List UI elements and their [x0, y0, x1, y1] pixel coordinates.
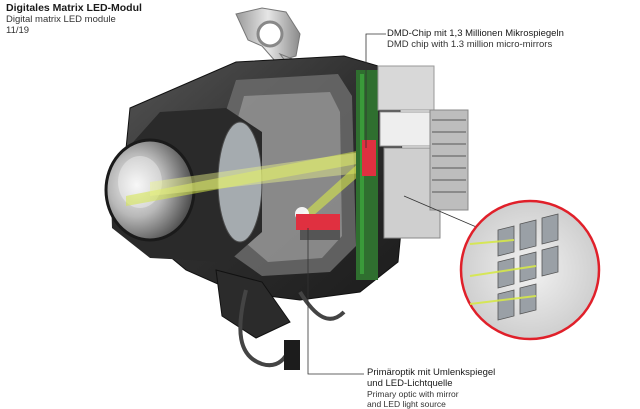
caption-number: 11/19: [6, 25, 30, 36]
dmd-chip-label: DMD-Chip mit 1,3 Millionen Mikrospiegeln…: [387, 28, 564, 50]
primary-optic-label-english-line1: Primary optic with mirror: [367, 389, 459, 399]
dmd-chip-label-english: DMD chip with 1.3 million micro-mirrors: [387, 39, 553, 50]
primary-optic-label-german-line2: und LED-Lichtquelle: [367, 378, 453, 389]
dmd-chip-label-german: DMD-Chip mit 1,3 Millionen Mikrospiegeln: [387, 28, 564, 39]
micro-mirror-detail: [459, 199, 601, 341]
caption-title: Digitales Matrix LED-Modul: [6, 2, 142, 14]
caption: Digitales Matrix LED-Modul Digital matri…: [6, 2, 142, 37]
caption-subtitle: Digital matrix LED module: [6, 14, 116, 25]
primary-optic-label: Primäroptik mit Umlenkspiegel und LED-Li…: [367, 367, 495, 409]
primary-optic-label-german-line1: Primäroptik mit Umlenkspiegel: [367, 367, 496, 378]
primary-optic-label-english-line2: and LED light source: [367, 399, 446, 409]
callout-leader-lines: [307, 33, 489, 375]
led-light-source: [296, 214, 340, 240]
heat-sink: [429, 109, 469, 211]
light-beams: [126, 150, 370, 222]
cable-connector: [215, 269, 346, 370]
